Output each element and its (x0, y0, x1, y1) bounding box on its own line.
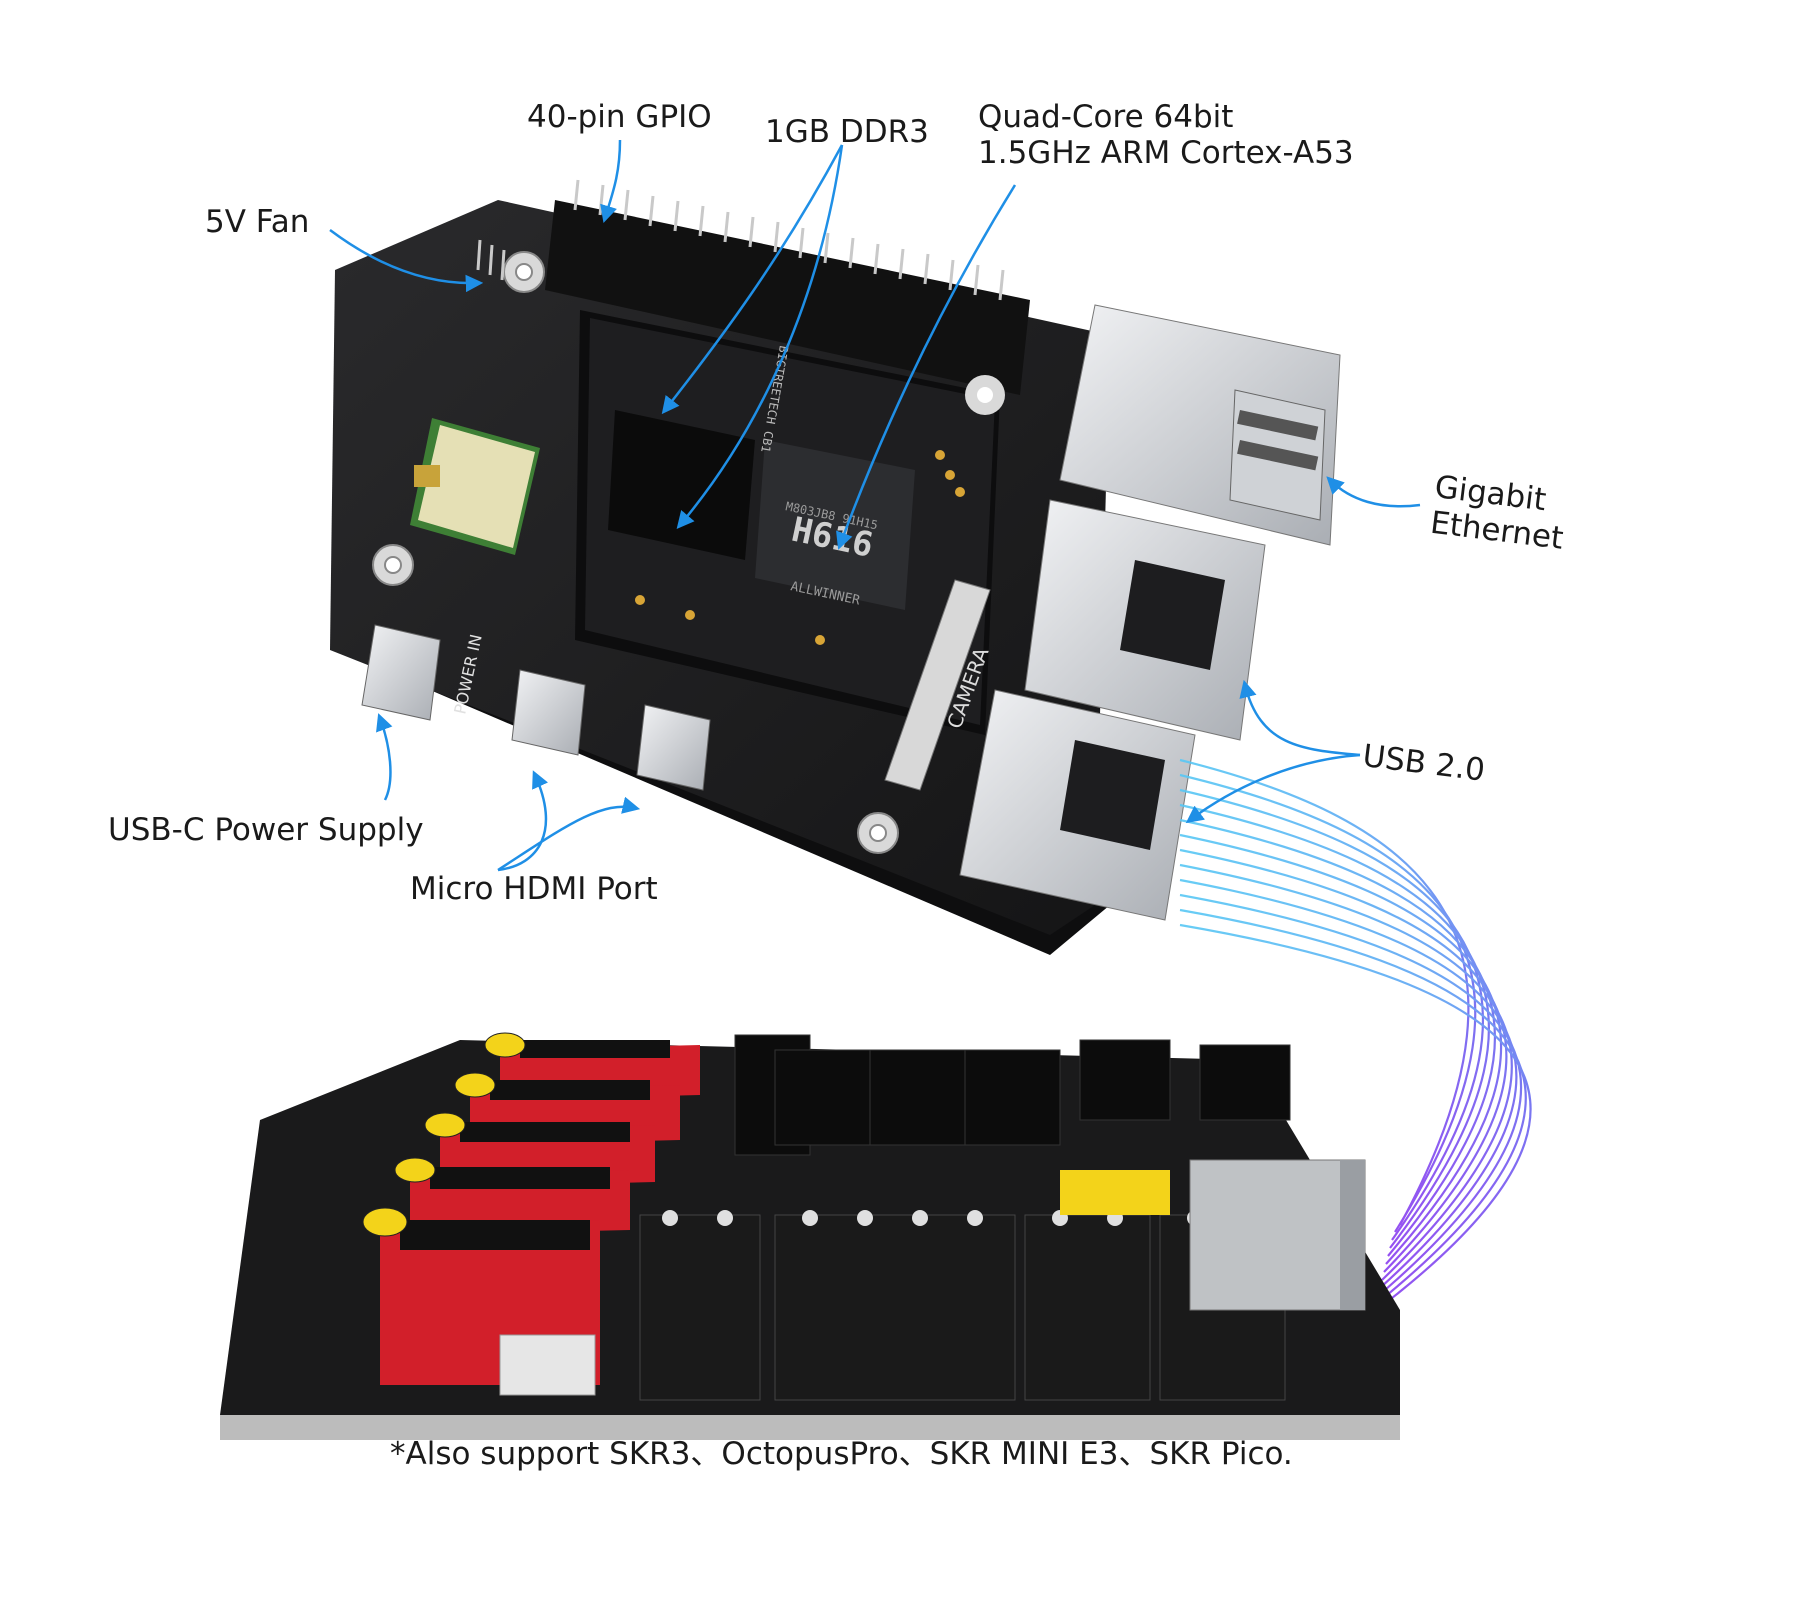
arrow-usb-2 (1185, 753, 1361, 824)
fan-pins (476, 239, 506, 281)
label-power: USB-C Power Supply (108, 812, 424, 848)
usb-a-ports (959, 499, 1266, 921)
capacitors (362, 1032, 526, 1237)
arrow-ram-2 (676, 144, 844, 530)
label-ram: 1GB DDR3 (765, 114, 929, 150)
label-fan: 5V Fan (205, 204, 310, 240)
ram-chip (608, 410, 755, 560)
micro-hdmi-ports (511, 669, 711, 791)
white-connector (499, 1334, 596, 1396)
usbc-port: POWER IN (361, 624, 486, 721)
wifi-module (410, 418, 540, 555)
yellow-terminal (1060, 1170, 1170, 1215)
usb-cable-fibers (1179, 758, 1532, 1313)
arrow-fan (329, 228, 484, 293)
terminal-blocks (639, 1210, 1286, 1401)
arrow-usb-1 (1239, 679, 1361, 757)
gpio-header (545, 179, 1030, 395)
printer-motherboard (220, 1032, 1400, 1440)
h616-chip (755, 440, 915, 610)
arrow-ram-1 (661, 144, 844, 415)
arrow-power (376, 713, 393, 801)
usb-plug (1189, 1159, 1366, 1311)
arrow-cpu (836, 184, 1017, 550)
label-hdmi: Micro HDMI Port (410, 871, 658, 907)
arrow-gpio (600, 139, 622, 224)
ethernet-jack (1059, 304, 1341, 546)
label-cpu-line1: Quad-Core 64bit (978, 99, 1234, 135)
footnote: *Also support SKR3、OctopusPro、SKR MINI E… (390, 1436, 1293, 1472)
label-cpu: Quad-Core 64bit 1.5GHz ARM Cortex-A53 (978, 99, 1354, 171)
arrow-ethernet (1326, 476, 1421, 508)
mounting-holes (372, 251, 899, 854)
label-cpu-line2: 1.5GHz ARM Cortex-A53 (978, 134, 1354, 171)
arrow-hdmi-2 (497, 796, 641, 872)
label-gpio: 40-pin GPIO (527, 99, 712, 135)
callout-arrows (329, 139, 1421, 872)
stepper-drivers (380, 1040, 700, 1385)
top-connectors (734, 1034, 1291, 1156)
cb1-carrier-board: H616 M803JB8 91H15 ALLWINNER BIGTREETECH… (330, 179, 1341, 955)
